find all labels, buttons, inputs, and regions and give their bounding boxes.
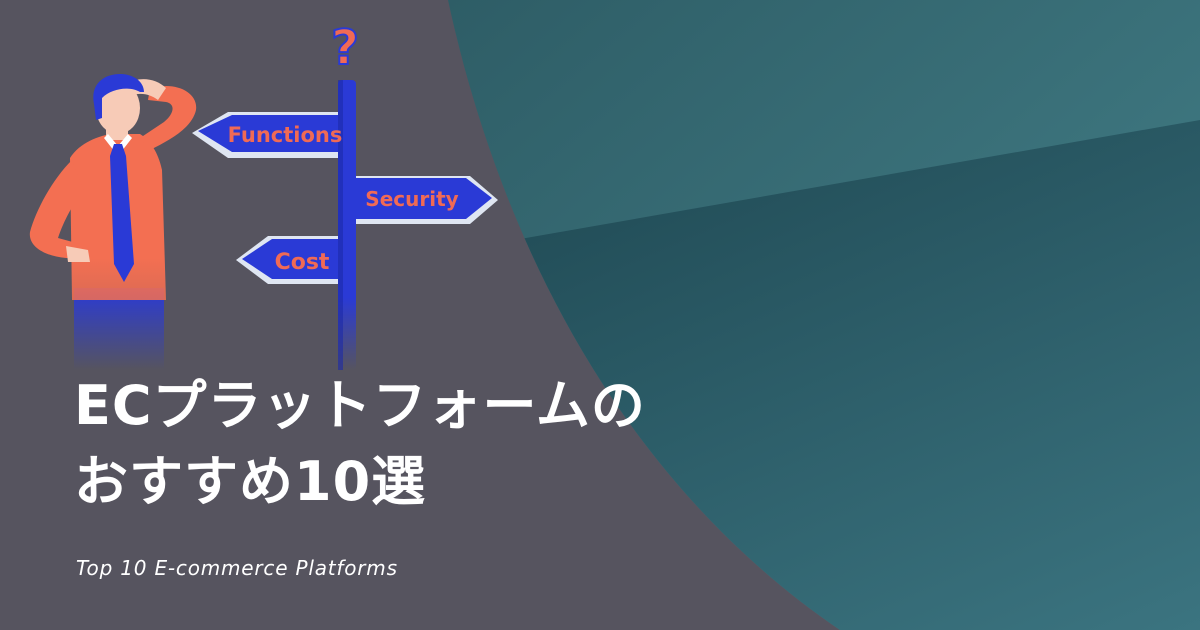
teal-diagonal-band (448, 120, 1200, 630)
sign-security: Security (356, 176, 498, 224)
page-subtitle: Top 10 E-commerce Platforms (76, 556, 398, 580)
businessman-legs (74, 288, 164, 370)
question-mark-icon: ? (331, 20, 359, 76)
signpost-pole-shadow (338, 80, 343, 370)
businessman-collar (104, 134, 132, 156)
businessman-head (96, 82, 140, 134)
page-title: ECプラットフォームの おすすめ10選 (74, 368, 646, 520)
sign-functions: Functions (192, 112, 342, 158)
businessman-tie (110, 144, 134, 282)
page-title-line-1: ECプラットフォームの (74, 374, 646, 437)
page-title-line-2: おすすめ10選 (74, 450, 427, 513)
sign-cost: Cost (236, 236, 338, 284)
sign-label-security: Security (365, 187, 458, 211)
businessman-figure (29, 74, 197, 370)
signpost-illustration: ? Functions Security Cost (29, 19, 498, 370)
businessman-left-arm (29, 160, 85, 258)
businessman-hair (93, 74, 144, 120)
sign-label-functions: Functions (228, 123, 343, 147)
businessman-left-hand (66, 246, 90, 262)
sign-label-cost: Cost (275, 250, 330, 275)
businessman-raised-arm (140, 86, 197, 150)
